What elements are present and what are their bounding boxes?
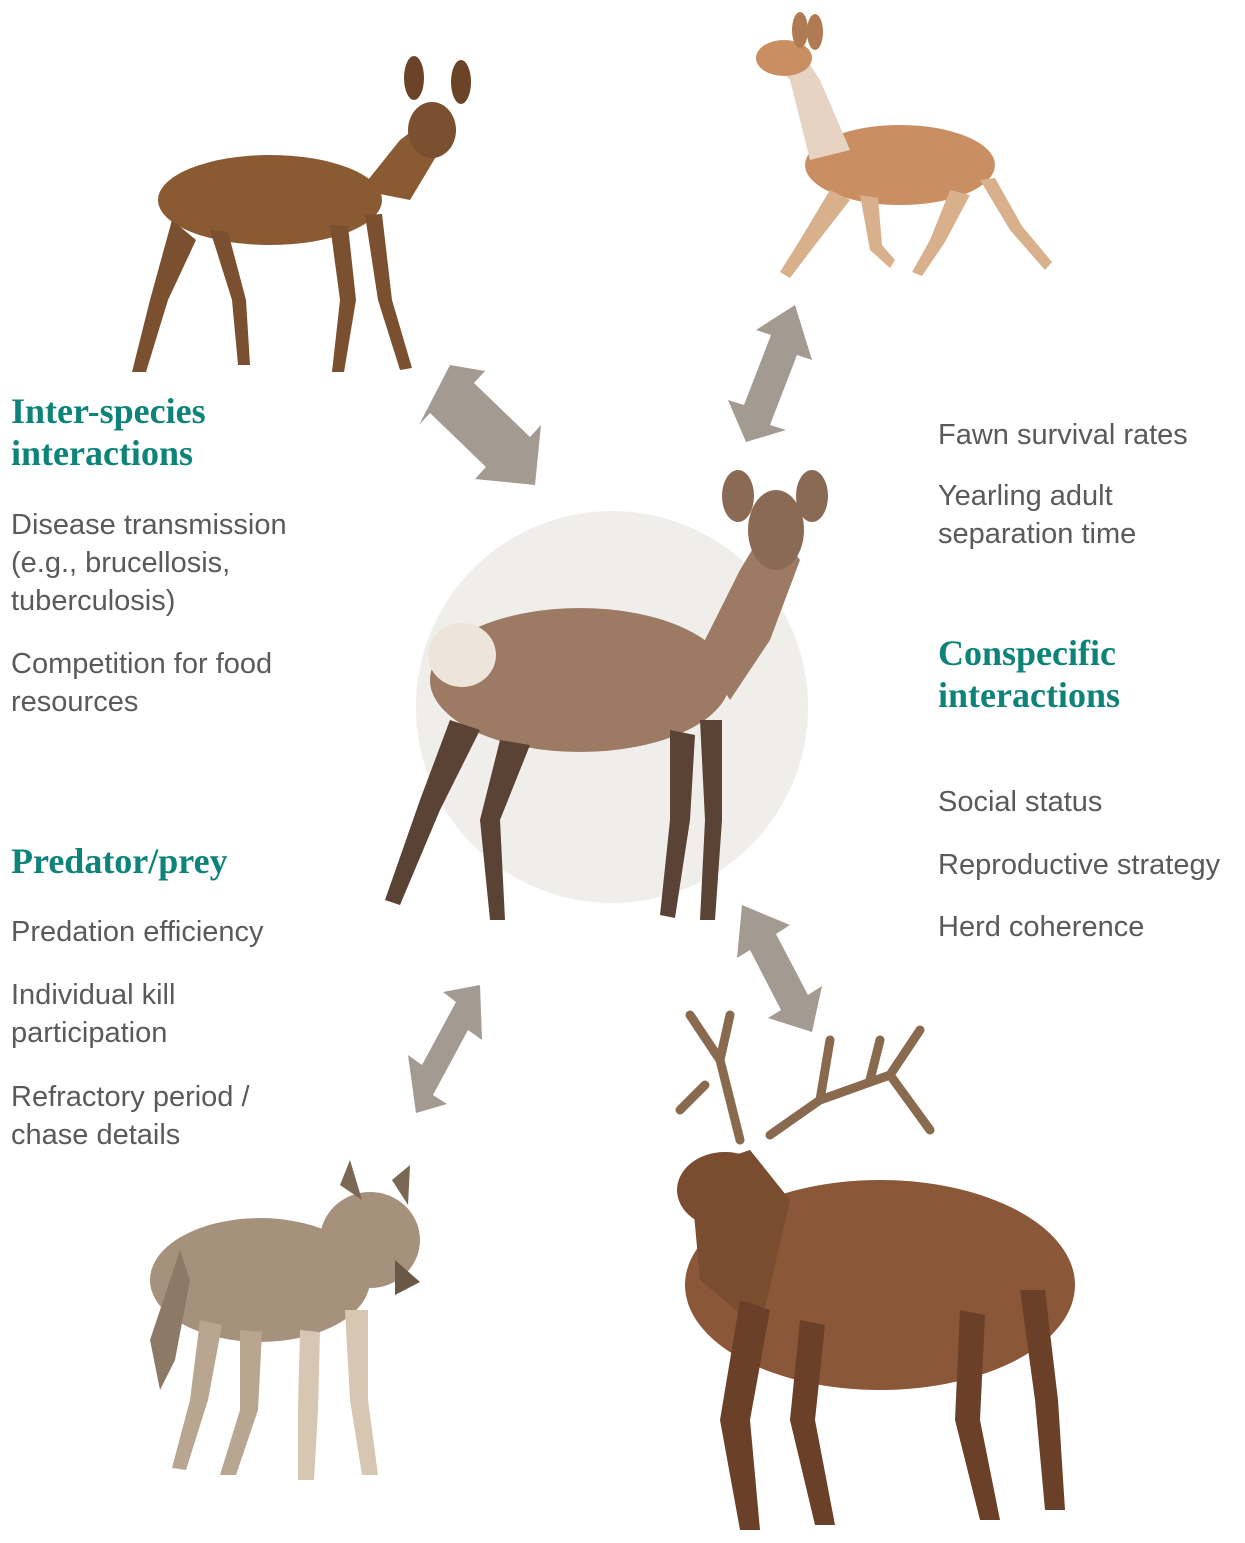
reproductive-strategy-item: Reproductive strategy	[938, 846, 1220, 884]
arrow-roe-deer	[419, 365, 541, 485]
item-line: chase details	[11, 1116, 250, 1154]
wolf-image	[150, 1160, 420, 1480]
item-line: Reproductive strategy	[938, 846, 1220, 884]
item-line: Refractory period /	[11, 1078, 250, 1116]
item-line: (e.g., brucellosis,	[11, 544, 287, 582]
heading-line: interactions	[11, 432, 206, 474]
item-line: separation time	[938, 515, 1136, 553]
disease-transmission-item: Disease transmission (e.g., brucellosis,…	[11, 506, 287, 620]
item-line: resources	[11, 683, 272, 721]
item-line: participation	[11, 1014, 175, 1052]
arrow-wolf	[408, 985, 482, 1113]
heading-line: Conspecific	[938, 632, 1120, 674]
item-line: Herd coherence	[938, 908, 1144, 946]
arrow-fawn	[728, 305, 812, 442]
social-status-item: Social status	[938, 783, 1102, 821]
predator-prey-heading: Predator/prey	[11, 840, 228, 882]
item-line: Disease transmission	[11, 506, 287, 544]
kill-participation-item: Individual kill participation	[11, 976, 175, 1052]
item-line: Social status	[938, 783, 1102, 821]
item-line: tuberculosis)	[11, 582, 287, 620]
heading-line: Predator/prey	[11, 840, 228, 882]
item-line: Predation efficiency	[11, 913, 264, 951]
yearling-separation-item: Yearling adult separation time	[938, 477, 1136, 553]
inter-species-heading: Inter-species interactions	[11, 390, 206, 474]
herd-coherence-item: Herd coherence	[938, 908, 1144, 946]
item-line: Fawn survival rates	[938, 416, 1188, 454]
heading-line: Inter-species	[11, 390, 206, 432]
conspecific-heading: Conspecific interactions	[938, 632, 1120, 716]
roe-deer-image	[132, 56, 471, 372]
item-line: Individual kill	[11, 976, 175, 1014]
arrow-stag	[737, 905, 822, 1032]
competition-item: Competition for food resources	[11, 645, 272, 721]
fawn-survival-item: Fawn survival rates	[938, 416, 1188, 454]
item-line: Yearling adult	[938, 477, 1136, 515]
item-line: Competition for food	[11, 645, 272, 683]
fawn-image	[756, 12, 1052, 278]
refractory-period-item: Refractory period / chase details	[11, 1078, 250, 1154]
predation-efficiency-item: Predation efficiency	[11, 913, 264, 951]
heading-line: interactions	[938, 674, 1120, 716]
stag-image	[677, 1015, 1075, 1530]
